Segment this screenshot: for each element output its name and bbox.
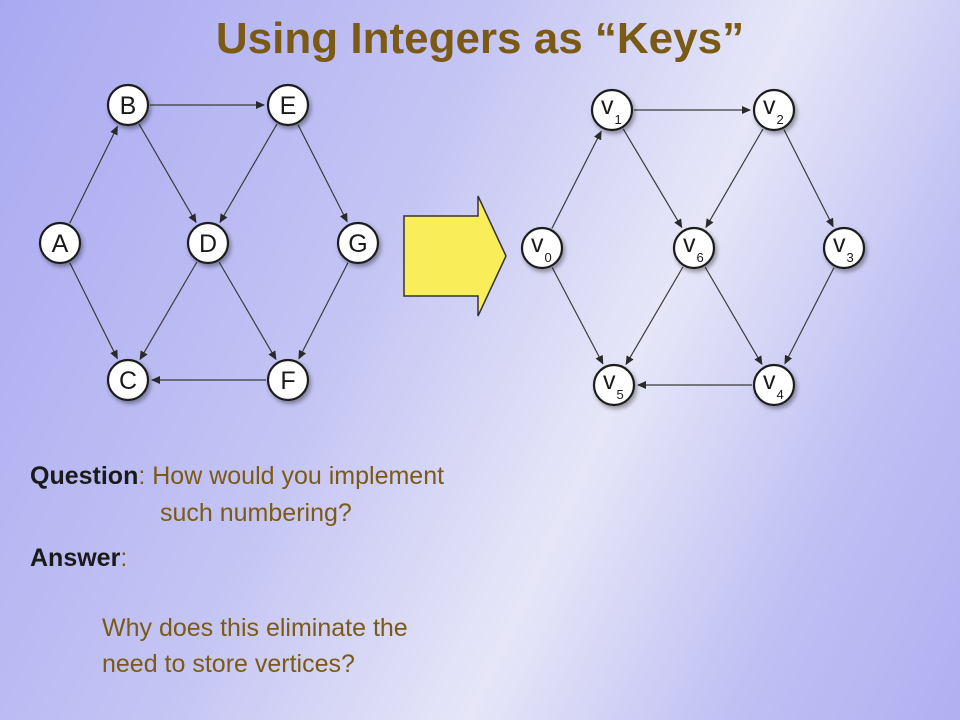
answer-block: Answer:	[30, 540, 127, 576]
node-label: G	[348, 230, 367, 258]
node-subscript: 0	[545, 250, 552, 265]
edge-v0-v5	[551, 267, 604, 365]
edge-v0-v1	[551, 130, 602, 229]
node-E: E	[266, 83, 310, 127]
node-A: A	[38, 221, 82, 265]
slide-title: Using Integers as “Keys”	[215, 14, 745, 63]
node-circle	[590, 88, 634, 132]
node-label: C	[119, 367, 137, 395]
node-label: v2	[763, 92, 784, 127]
node-label: F	[280, 367, 295, 395]
node-label: v0	[531, 230, 552, 265]
question-line2-block: such numbering?	[160, 495, 352, 531]
node-label: B	[120, 92, 137, 120]
node-circle	[186, 221, 230, 265]
node-subscript: 3	[847, 250, 854, 265]
node-v1: v1	[590, 88, 634, 132]
edge-G-F	[298, 262, 349, 360]
edge-D-F	[218, 261, 277, 361]
node-circle	[752, 363, 796, 407]
node-v0: v0	[520, 226, 564, 270]
node-C: C	[106, 358, 150, 402]
node-circle	[752, 88, 796, 132]
edge-E-G	[297, 124, 348, 223]
node-v3: v3	[822, 226, 866, 270]
answer-label: Answer	[30, 544, 121, 572]
edge-v6-v5	[625, 266, 684, 366]
edge-E-D	[219, 123, 278, 224]
edge-v6-v4	[704, 266, 763, 366]
followup-line1: Why does this eliminate the	[102, 614, 408, 642]
node-label: D	[199, 230, 217, 258]
question-line1: How would you implement	[152, 462, 445, 490]
left-graph-nodes: A B C D E F G	[38, 83, 380, 402]
node-circle	[38, 221, 82, 265]
edge-v2-v6	[705, 128, 764, 229]
node-circle	[336, 221, 380, 265]
edge-A-C	[69, 262, 118, 360]
node-G: G	[336, 221, 380, 265]
node-v2: v2	[752, 88, 796, 132]
edge-v3-v4	[784, 267, 835, 365]
edge-D-C	[139, 261, 198, 361]
node-label: E	[280, 92, 297, 120]
answer-colon: :	[120, 544, 128, 572]
node-circle	[592, 363, 636, 407]
node-circle	[520, 226, 564, 270]
node-label: v4	[763, 367, 784, 402]
node-subscript: 6	[697, 250, 704, 265]
edge-A-B	[69, 125, 118, 224]
edge-v2-v3	[783, 129, 834, 228]
node-circle	[106, 358, 150, 402]
node-subscript: 4	[777, 387, 784, 402]
node-label: v6	[683, 230, 704, 265]
node-subscript: 2	[777, 112, 784, 127]
node-v4: v4	[752, 363, 796, 407]
edge-B-D	[138, 123, 197, 224]
node-v5: v5	[592, 363, 636, 407]
question-block: Question: How would you implement	[30, 458, 444, 494]
node-v6: v6	[672, 226, 716, 270]
transform-arrow	[403, 195, 507, 317]
right-graph-nodes: v0 v1 v2 v3 v4 v5 v6	[520, 88, 866, 407]
node-subscript: 1	[615, 112, 622, 127]
question-label: Question	[30, 462, 139, 490]
edge-v1-v6	[622, 128, 683, 229]
node-subscript: 5	[617, 387, 624, 402]
node-label: v3	[833, 230, 854, 265]
left-graph-edges	[69, 101, 349, 384]
right-graph-edges	[551, 106, 835, 389]
node-B: B	[106, 83, 150, 127]
node-circle	[266, 83, 310, 127]
question-line2: such numbering?	[160, 499, 352, 527]
node-circle	[672, 226, 716, 270]
node-circle	[106, 83, 150, 127]
node-D: D	[186, 221, 230, 265]
node-label: A	[52, 230, 69, 258]
node-F: F	[266, 358, 310, 402]
node-label: v1	[601, 92, 622, 127]
followup-block: Why does this eliminate the need to stor…	[102, 610, 408, 682]
followup-line2: need to store vertices?	[102, 650, 355, 678]
node-label: v5	[603, 367, 624, 402]
node-circle	[266, 358, 310, 402]
node-circle	[822, 226, 866, 270]
question-colon: :	[138, 462, 153, 490]
